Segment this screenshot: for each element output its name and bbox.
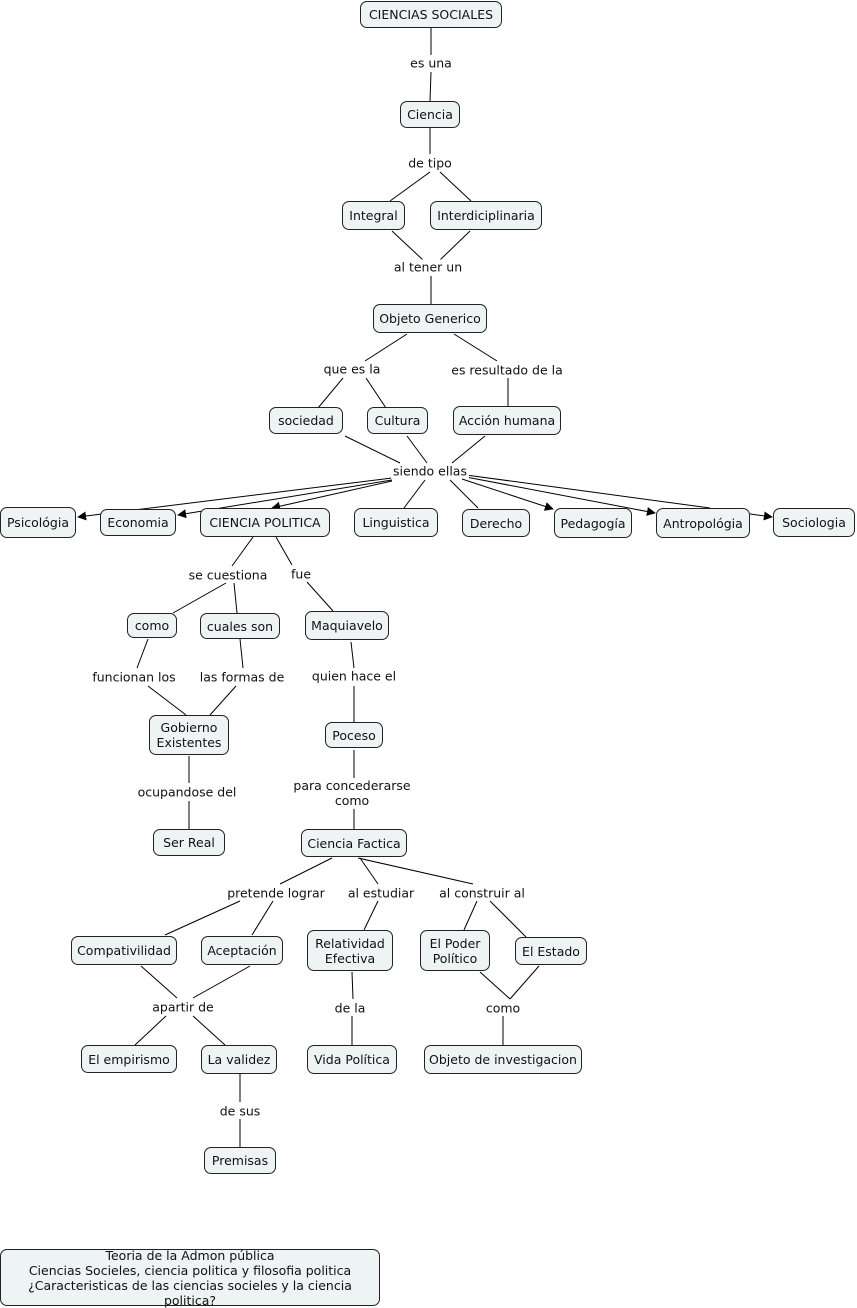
- link-que-es-la: que es la: [321, 361, 383, 377]
- concept-pedagogia[interactable]: Pedagogía: [554, 508, 632, 538]
- concept-maquiavelo[interactable]: Maquiavelo: [305, 611, 389, 640]
- link-de-tipo: de tipo: [406, 155, 454, 171]
- map-info-line-1: Teoria de la Admon pública: [105, 1247, 275, 1263]
- map-info-line-2: Ciencias Socieles, ciencia politica y fi…: [28, 1262, 352, 1278]
- link-pretende-lograr: pretende lograr: [225, 885, 327, 901]
- concept-poceso[interactable]: Poceso: [325, 722, 383, 748]
- map-info-box: Teoria de la Admon pública Ciencias Soci…: [0, 1247, 380, 1308]
- link-de-sus: de sus: [217, 1103, 263, 1119]
- link-al-tener-un: al tener un: [391, 259, 465, 275]
- link-al-estudiar: al estudiar: [345, 885, 417, 901]
- link-quien-hace-el: quien hace el: [309, 668, 399, 684]
- concept-ciencia[interactable]: Ciencia: [400, 101, 460, 128]
- concept-linguistica[interactable]: Linguistica: [354, 508, 438, 537]
- concept-objeto-investigacion[interactable]: Objeto de investigacion: [424, 1045, 582, 1074]
- link-funcionan-los: funcionan los: [90, 669, 178, 685]
- link-fue: fue: [288, 566, 314, 582]
- concept-cuales-son[interactable]: cuales son: [200, 613, 280, 639]
- concept-cultura[interactable]: Cultura: [367, 407, 428, 434]
- concept-antropologia[interactable]: Antropológia: [656, 508, 750, 538]
- concept-el-empirismo[interactable]: El empirismo: [81, 1045, 177, 1073]
- concept-derecho[interactable]: Derecho: [462, 509, 530, 537]
- concept-vida-politica[interactable]: Vida Política: [307, 1045, 397, 1074]
- link-las-formas-de: las formas de: [197, 669, 287, 685]
- concept-economia[interactable]: Economia: [100, 509, 176, 536]
- link-siendo-ellas: siendo ellas: [391, 463, 469, 479]
- concept-relatividad-efectiva[interactable]: Relatividad Efectiva: [307, 930, 393, 971]
- link-para-concederarse-como: para concederarse como: [291, 778, 413, 808]
- concept-el-estado[interactable]: El Estado: [515, 937, 587, 965]
- concept-psicologia[interactable]: Psicológia: [0, 507, 76, 538]
- concept-accion-humana[interactable]: Acción humana: [453, 406, 561, 435]
- link-al-construir-al: al construir al: [437, 885, 527, 901]
- concept-integral[interactable]: Integral: [342, 201, 405, 230]
- concept-aceptacion[interactable]: Aceptación: [201, 936, 283, 965]
- concept-como[interactable]: como: [127, 613, 177, 638]
- link-es-resultado-de-la: es resultado de la: [449, 362, 565, 378]
- link-apartir-de: apartir de: [150, 999, 216, 1015]
- concept-interdiciplinaria[interactable]: Interdiciplinaria: [430, 201, 542, 230]
- link-se-cuestiona: se cuestiona: [186, 567, 270, 583]
- concept-sociologia[interactable]: Sociologia: [773, 508, 855, 537]
- link-de-la: de la: [332, 1000, 368, 1016]
- concept-ser-real[interactable]: Ser Real: [153, 829, 225, 856]
- concept-la-validez[interactable]: La validez: [201, 1045, 277, 1074]
- concept-sociedad[interactable]: sociedad: [269, 407, 343, 434]
- concept-ciencia-politica[interactable]: CIENCIA POLITICA: [200, 508, 330, 537]
- concept-ciencias-sociales[interactable]: CIENCIAS SOCIALES: [360, 1, 502, 28]
- link-es-una: es una: [408, 55, 454, 71]
- concept-premisas[interactable]: Premisas: [204, 1147, 276, 1174]
- link-como: como: [483, 1000, 523, 1016]
- concept-ciencia-factica[interactable]: Ciencia Factica: [301, 829, 407, 857]
- concept-el-poder-politico[interactable]: El Poder Político: [420, 930, 490, 971]
- concept-gobierno-existentes[interactable]: Gobierno Existentes: [149, 715, 229, 755]
- concept-compatibilidad[interactable]: Compativilidad: [71, 936, 177, 965]
- link-ocupandose-del: ocupandose del: [135, 784, 239, 800]
- concept-objeto-generico[interactable]: Objeto Generico: [373, 304, 487, 333]
- map-info-line-3: ¿Caracteristicas de las ciencias sociele…: [28, 1277, 352, 1308]
